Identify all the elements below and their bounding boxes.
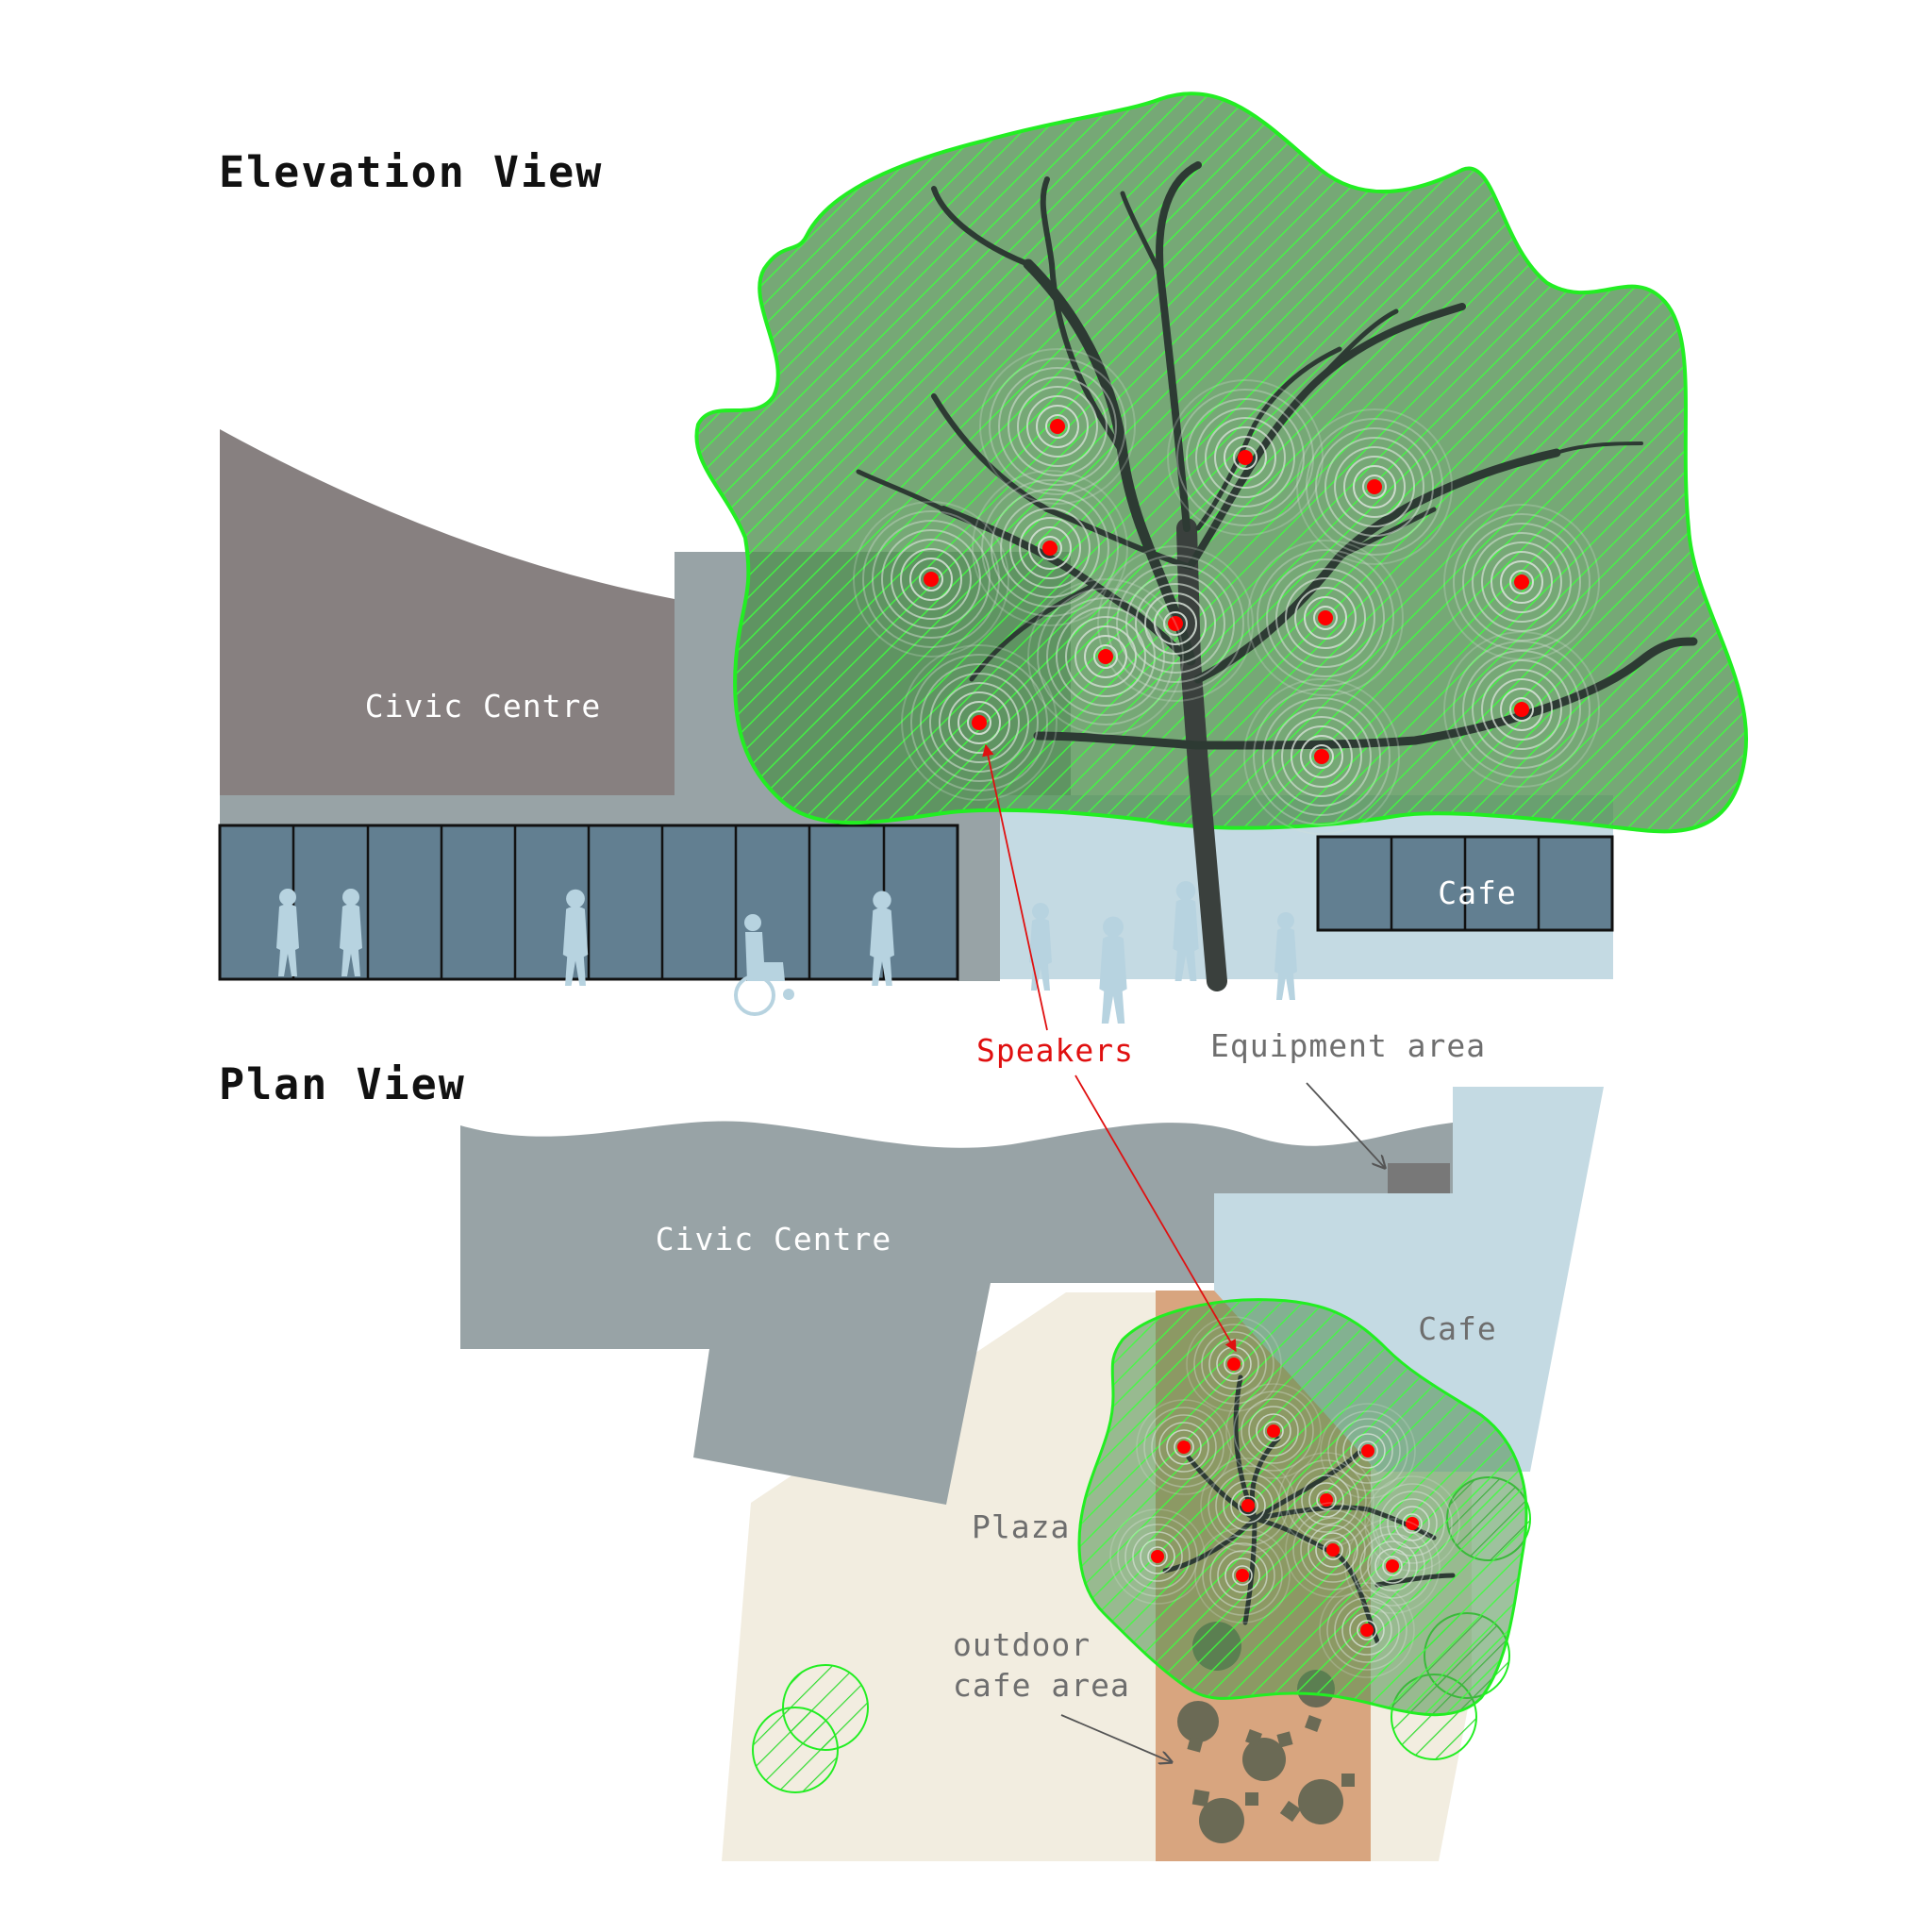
equipment-area-callout-arrow	[1306, 1082, 1385, 1168]
plan-civic-centre-label: Civic Centre	[656, 1221, 891, 1257]
speaker-icon	[1514, 702, 1529, 717]
plan-outdoor-cafe-label-line2: cafe area	[953, 1667, 1130, 1704]
speakers-callout-label: Speakers	[976, 1032, 1134, 1069]
speaker-icon	[1318, 610, 1333, 625]
elevation-speakers	[853, 348, 1600, 835]
plan-view-title: Plan View	[219, 1059, 466, 1109]
speaker-icon	[1241, 1499, 1255, 1512]
speaker-icon	[1238, 450, 1253, 465]
speaker-icon	[1360, 1624, 1374, 1637]
plan-civic-centre-footprint	[460, 1121, 1453, 1505]
speaker-icon	[1267, 1424, 1280, 1438]
speaker-icon	[1361, 1444, 1374, 1457]
elevation-tree-trunk-branches	[856, 161, 1698, 991]
elevation-people-silhouettes	[276, 880, 1297, 1024]
speaker-icon	[1151, 1550, 1164, 1563]
plan-speakers	[1109, 1316, 1460, 1678]
outdoor-cafe-callout-arrow	[1060, 1714, 1172, 1762]
elevation-cafe-glazing	[1316, 835, 1614, 932]
speaker-icon	[1326, 1543, 1340, 1557]
speakers-callout-arrow-elevation	[982, 743, 1048, 1031]
plan-plaza-label: Plaza	[972, 1508, 1070, 1545]
speaker-icon	[1042, 541, 1058, 556]
speaker-icon	[1236, 1569, 1249, 1582]
speaker-icon	[1367, 479, 1382, 494]
plan-outdoor-cafe-label-line1: outdoor	[953, 1626, 1091, 1663]
speaker-icon	[1050, 419, 1065, 434]
elevation-civic-centre-roof	[220, 429, 675, 795]
elevation-cafe-label: Cafe	[1438, 874, 1516, 911]
speaker-icon	[1314, 749, 1329, 764]
elevation-civic-centre-label: Civic Centre	[365, 688, 601, 724]
elevation-view-title: Elevation View	[219, 147, 603, 197]
plan-cafe-label: Cafe	[1418, 1310, 1496, 1347]
elevation-glazed-facade	[218, 824, 959, 981]
speakers-callout-arrow-plan	[1074, 1074, 1237, 1353]
speaker-icon	[972, 715, 987, 730]
equipment-area-callout-label: Equipment area	[1210, 1027, 1486, 1064]
wheelchair-user-icon	[734, 914, 794, 1016]
plan-equipment-area	[1388, 1163, 1450, 1193]
speaker-icon	[924, 572, 939, 587]
speaker-icon	[1177, 1441, 1191, 1454]
speaker-icon	[1514, 575, 1529, 590]
speaker-icon	[1098, 649, 1113, 664]
speaker-icon	[1386, 1559, 1399, 1573]
speaker-icon	[1227, 1357, 1241, 1371]
